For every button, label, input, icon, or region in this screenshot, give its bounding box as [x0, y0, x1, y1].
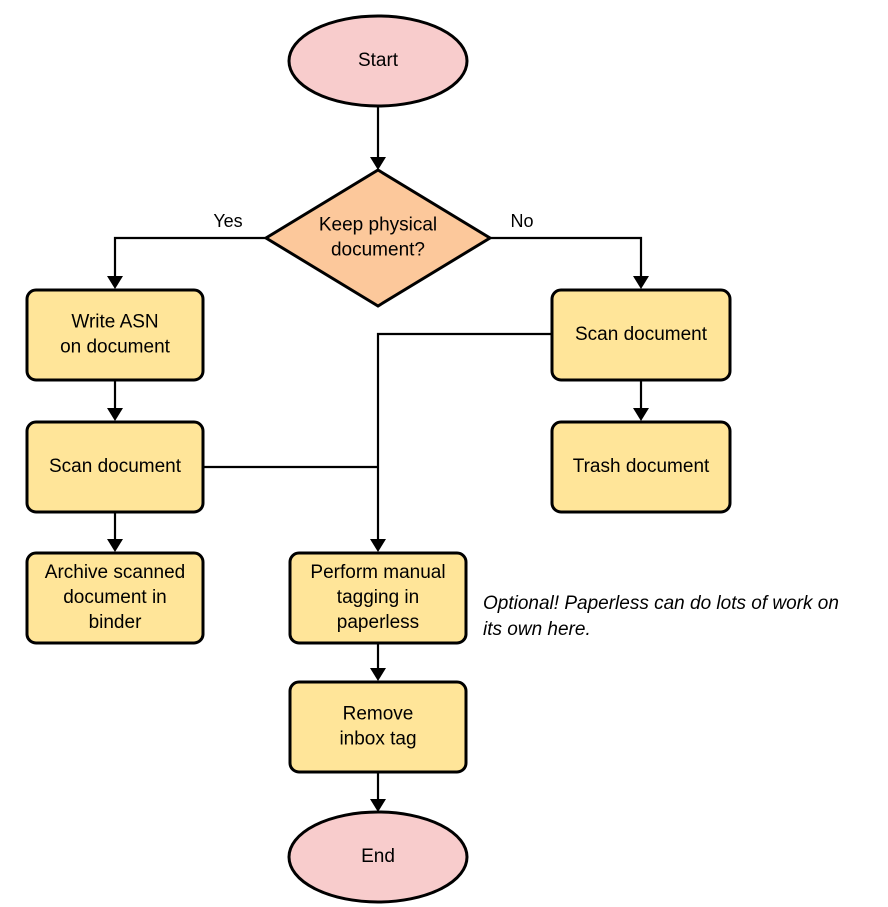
node-trash-document[interactable]: Trash document	[550, 420, 732, 514]
edge-arrowhead	[107, 539, 123, 552]
node-end[interactable]: End	[287, 810, 469, 904]
edge-tagging-to-remove-inbox-tag	[370, 643, 386, 681]
edge-path	[113, 236, 266, 286]
node-label: Scan document	[575, 324, 708, 345]
node-label: Scan document	[49, 456, 182, 477]
edge-arrowhead	[370, 799, 386, 812]
node-scan-document-right[interactable]: Scan document	[550, 288, 732, 382]
edge-arrowhead	[370, 539, 386, 552]
edge-scan-document-left-to-archive	[107, 512, 123, 552]
edge-arrowhead	[107, 276, 123, 289]
edge-scan-document-right-to-tagging	[370, 332, 552, 552]
node-rect	[550, 288, 732, 382]
edge-start-to-decision	[370, 106, 386, 170]
edge-scan-document-right-to-trash	[633, 380, 649, 421]
node-label: End	[361, 846, 395, 867]
node-label: Start	[358, 50, 399, 71]
edge-arrowhead	[633, 408, 649, 421]
node-rect	[288, 551, 468, 645]
node-rect	[25, 288, 205, 382]
node-ellipse	[287, 14, 469, 108]
node-rect	[550, 420, 732, 514]
node-ellipse	[287, 810, 469, 904]
edge-remove-inbox-tag-to-end	[370, 772, 386, 812]
node-label: Trash document	[573, 456, 710, 477]
edge-path	[490, 236, 643, 286]
node-diamond	[263, 168, 493, 308]
annotation-optional-note: Optional! Paperless can do lots of work …	[483, 593, 839, 640]
node-rect	[25, 420, 205, 514]
node-start[interactable]: Start	[287, 14, 469, 108]
node-scan-document-left[interactable]: Scan document	[25, 420, 205, 514]
edge-arrowhead	[633, 276, 649, 289]
edges-layer: Yes No	[107, 106, 649, 812]
edge-arrowhead	[370, 157, 386, 170]
edge-label-yes: Yes	[213, 211, 242, 231]
edge-write-asn-to-scan-document-left	[107, 380, 123, 421]
node-rect	[288, 680, 468, 774]
edge-path	[376, 332, 552, 549]
edge-decision-no-to-scan-document-right: No	[490, 211, 649, 289]
annotations-layer: Optional! Paperless can do lots of work …	[483, 593, 839, 640]
edge-arrowhead	[370, 668, 386, 681]
edge-decision-yes-to-write-asn: Yes	[107, 211, 266, 289]
edge-label-no: No	[510, 211, 533, 231]
node-rect	[25, 551, 205, 645]
edge-arrowhead	[107, 408, 123, 421]
